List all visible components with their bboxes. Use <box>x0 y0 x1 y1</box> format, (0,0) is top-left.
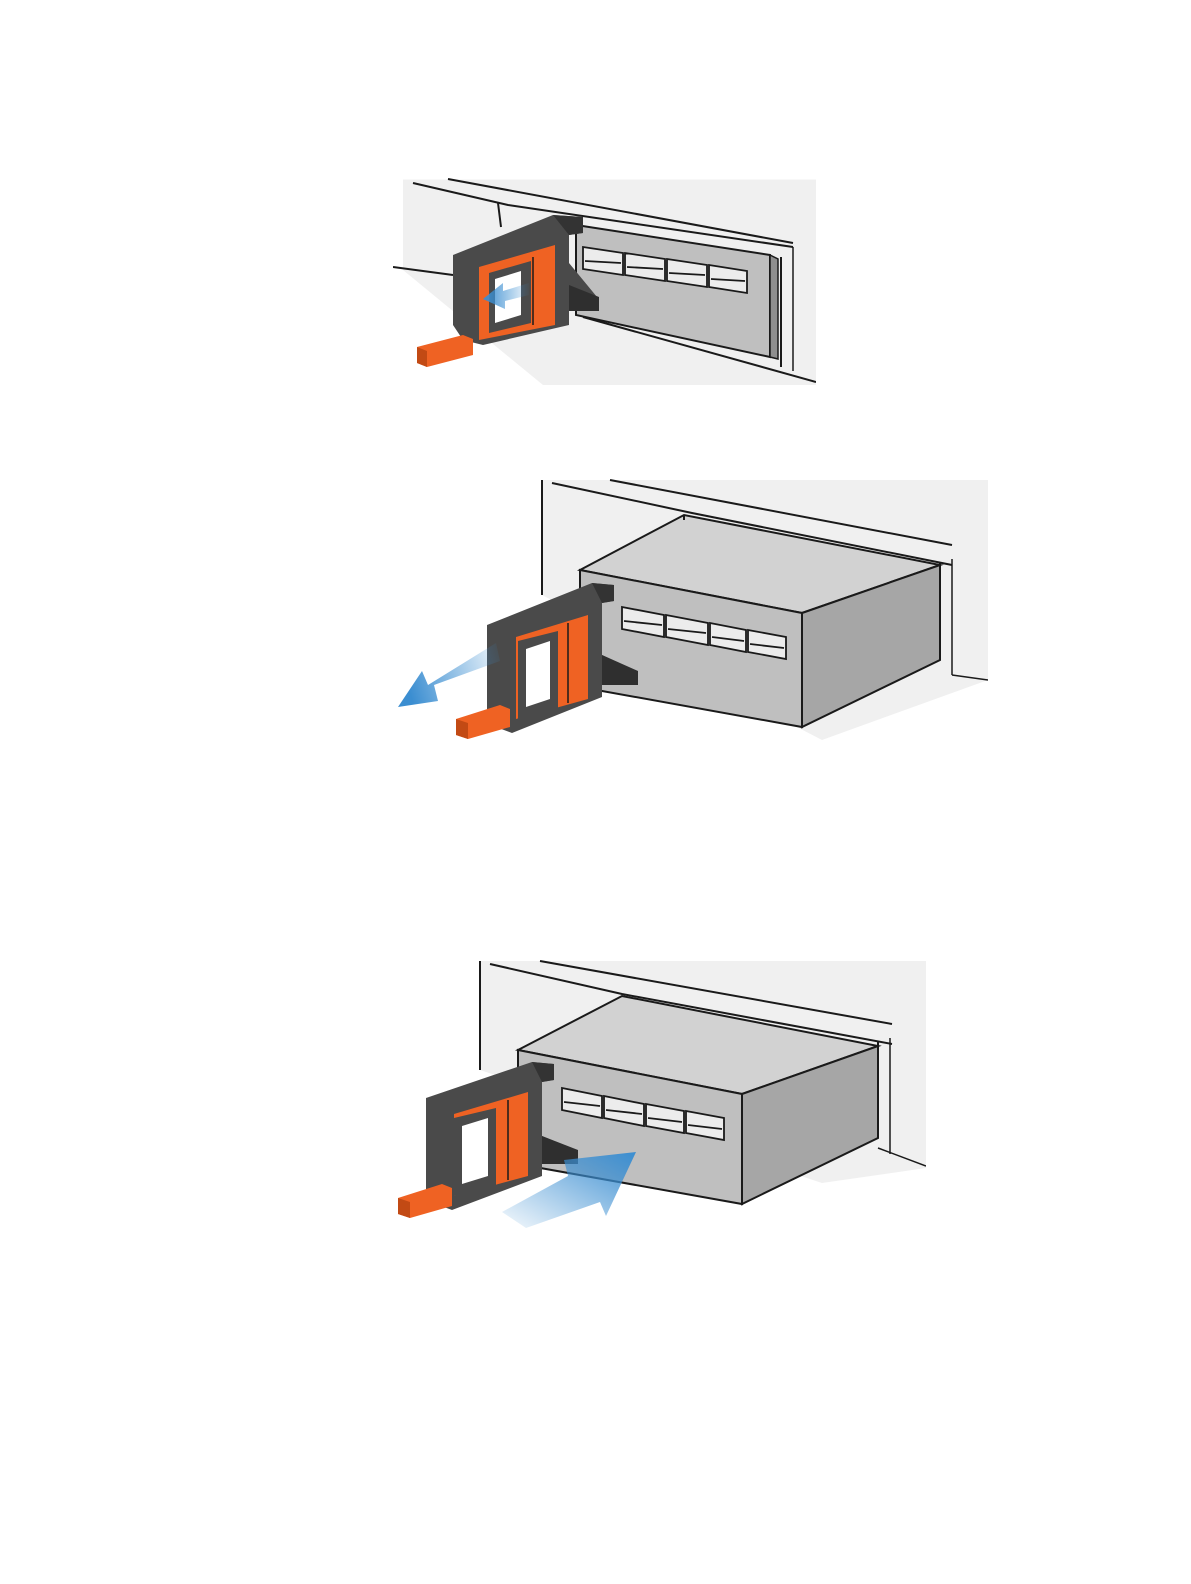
insert-module-illustration <box>392 958 926 1230</box>
figure-release-latch <box>393 175 816 385</box>
release-latch-illustration <box>393 175 816 385</box>
figure-pull-module-out <box>392 475 988 740</box>
pull-module-illustration <box>392 475 988 740</box>
figure-insert-module <box>392 958 926 1230</box>
arrow-left-icon <box>398 643 500 707</box>
